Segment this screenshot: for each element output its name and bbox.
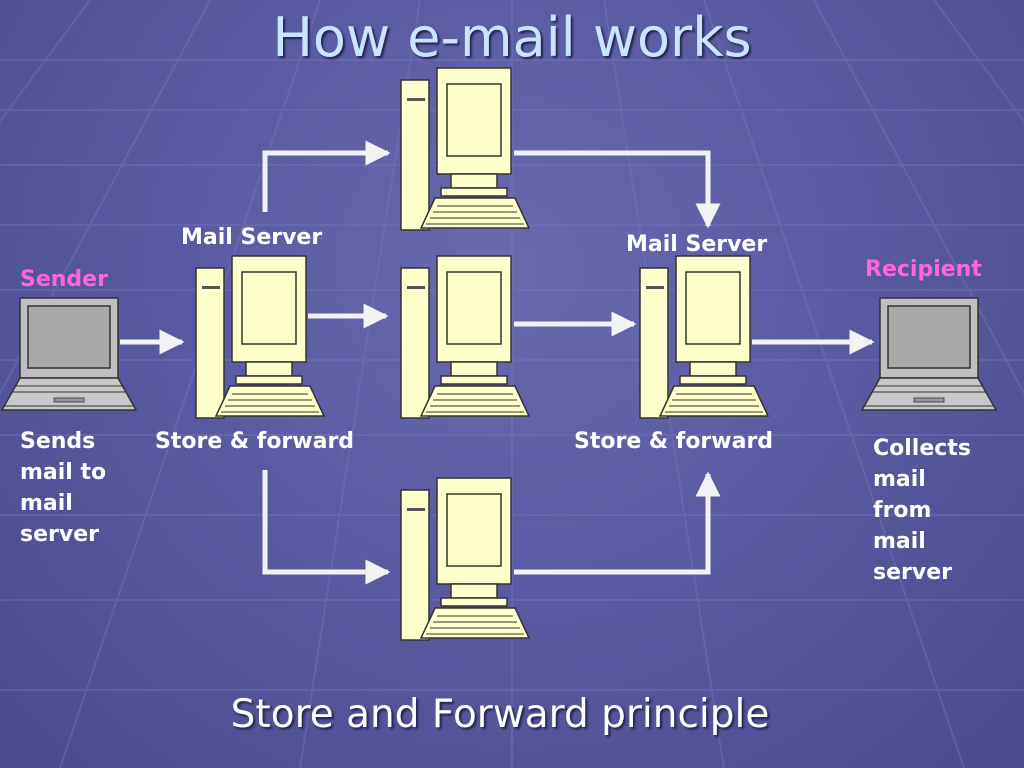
relay-top-computer-icon <box>400 67 530 231</box>
arrow-bottom-relay-to-server <box>514 471 721 575</box>
relay-middle-computer-icon <box>400 255 530 419</box>
recipient-description: Collects mail from mail server <box>873 436 971 585</box>
recipient-laptop-icon <box>861 297 997 411</box>
store-forward-right-label: Store & forward <box>574 429 774 454</box>
mail-server-right-computer-icon <box>639 255 769 419</box>
slide-subtitle: Store and Forward principle <box>230 692 770 737</box>
arrow-top-relay-to-server <box>514 150 721 229</box>
sender-description: Sends mail to mail server <box>20 429 107 547</box>
mail-server-right-label: Mail Server <box>626 232 768 257</box>
sender-label: Sender <box>20 267 108 292</box>
slide-title: How e-mail works <box>272 6 752 69</box>
recipient-label: Recipient <box>865 257 982 282</box>
store-forward-left-label: Store & forward <box>155 429 355 454</box>
relay-bottom-computer-icon <box>400 477 530 641</box>
sender-laptop-icon <box>1 297 137 411</box>
arrow-server-to-bottom-relay <box>262 470 391 585</box>
arrow-server-to-top-relay <box>262 140 391 212</box>
mail-server-left-label: Mail Server <box>181 225 323 250</box>
mail-server-left-computer-icon <box>195 255 325 419</box>
flow-arrows <box>120 140 875 585</box>
